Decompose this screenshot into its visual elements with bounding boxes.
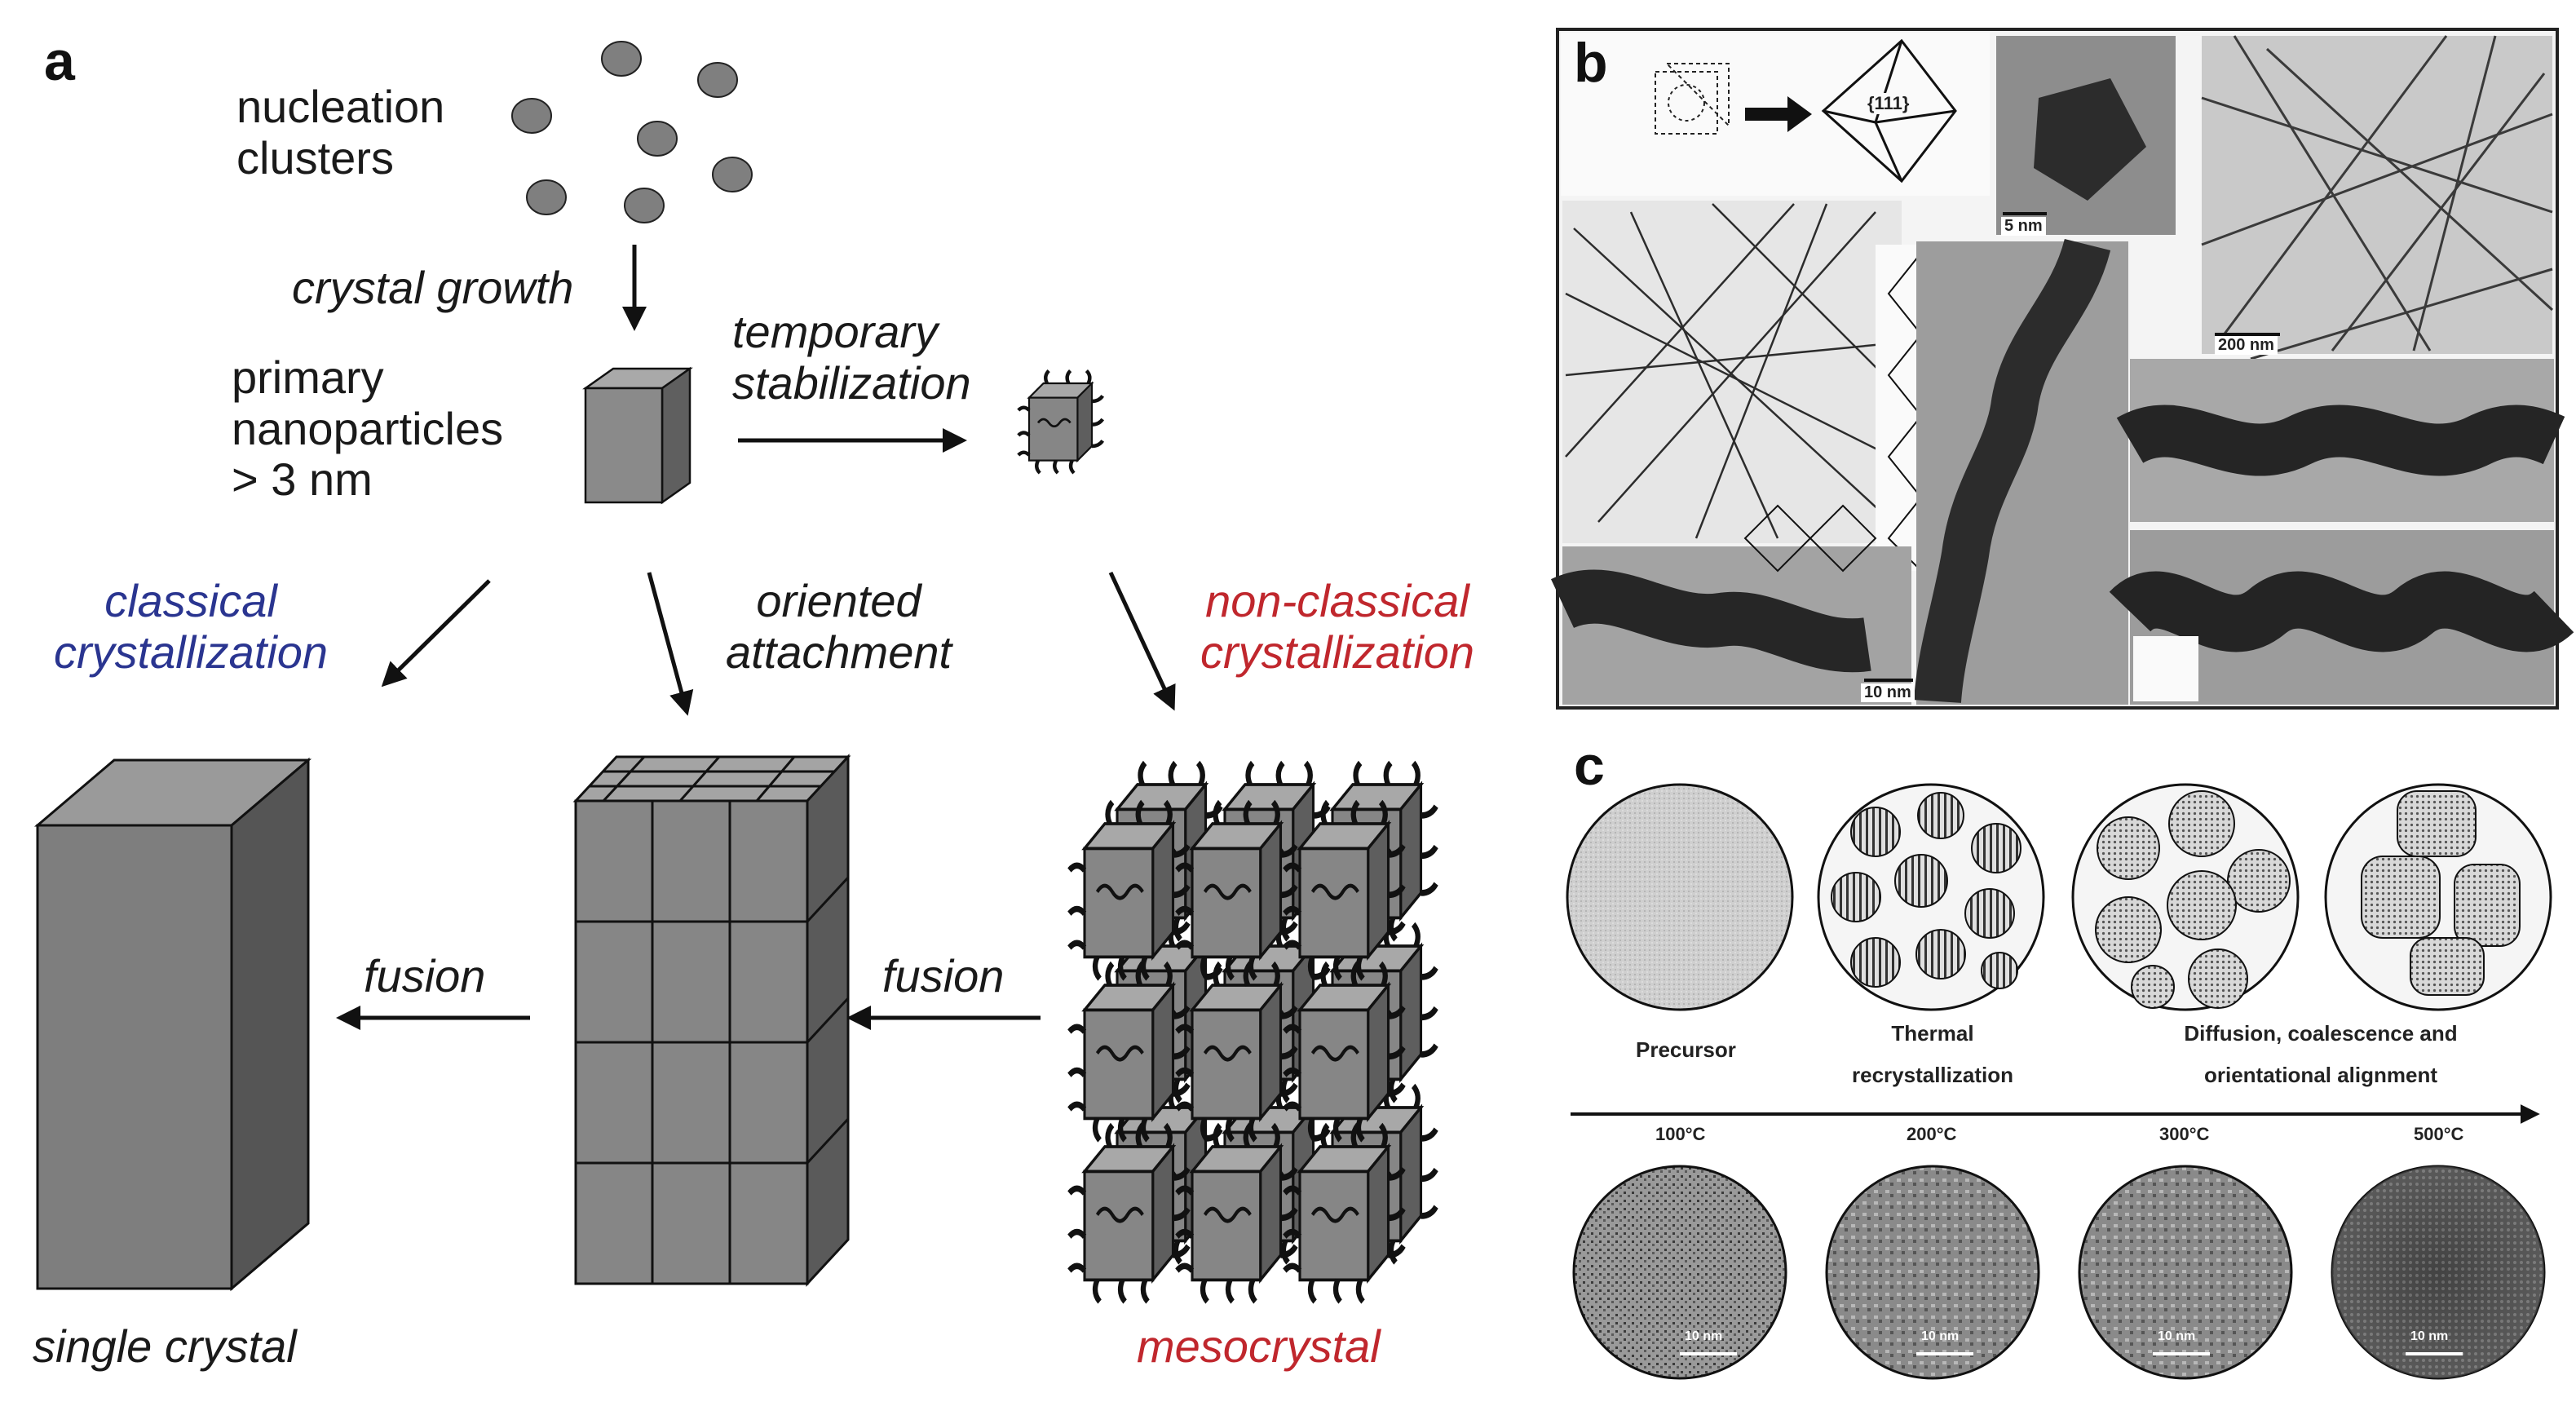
mesocrystal-subunit: [1069, 1125, 1188, 1302]
single-crystal-block: [33, 757, 312, 1292]
stage-thermal: Thermal recrystallization: [1843, 1021, 2022, 1088]
nonclassical-line1: non-classical: [1205, 575, 1469, 626]
arrows: [336, 245, 1176, 1030]
temporary-stabilization-label: temporary stabilization: [732, 306, 971, 409]
crystal-growth-label: crystal growth: [292, 262, 574, 313]
fusion-left-label: fusion: [364, 950, 486, 1002]
temporary-line2: stabilization: [732, 356, 971, 409]
thermal-line1: Thermal: [1891, 1021, 1974, 1046]
panel-b-letter: b: [1574, 32, 1608, 94]
mesocrystal-label: mesocrystal: [1137, 1320, 1381, 1372]
primary-line1: primary: [232, 352, 384, 403]
primary-line3: > 3 nm: [232, 453, 373, 506]
scale-bar-5nm: 5 nm: [2001, 217, 2046, 236]
primary-nanoparticle-cube: [582, 366, 693, 505]
temporary-line1: temporary: [732, 306, 939, 357]
stabilized-particle: [1018, 371, 1102, 473]
temp-100: 100°C: [1655, 1124, 1706, 1144]
oriented-attachment-block: [572, 754, 851, 1287]
nucleation-line1: nucleation: [236, 81, 445, 132]
oriented-line2: attachment: [726, 626, 952, 678]
facet-label: {111}: [1867, 93, 1910, 114]
panel-c-letter: c: [1574, 735, 1605, 797]
stage-precursor: Precursor: [1636, 1037, 1736, 1062]
oriented-attachment-label: oriented attachment: [726, 575, 952, 678]
oriented-line1: oriented: [756, 575, 921, 626]
nucleation-line2: clusters: [236, 131, 394, 184]
fusion-right-label: fusion: [882, 950, 1005, 1002]
nucleation-label: nucleation clusters: [236, 81, 445, 184]
scale-bar-10nm: 10 nm: [1861, 683, 1915, 702]
tem-scale-2: 10 nm: [1921, 1329, 1960, 1343]
thermal-line2: recrystallization: [1852, 1063, 2013, 1087]
tem-scale-3: 10 nm: [2158, 1329, 2196, 1343]
tem-scale-1: 10 nm: [1685, 1329, 1723, 1343]
nucleation-clusters: [511, 41, 753, 223]
classical-crystallization-label: classical crystallization: [36, 575, 346, 678]
precursor-circle: [1566, 783, 1794, 1011]
non-classical-crystallization-label: non-classical crystallization: [1174, 575, 1500, 678]
temp-500: 500°C: [2414, 1124, 2464, 1144]
tem-panel-b: [1551, 28, 2574, 710]
diffusion-line2: orientational alignment: [2203, 1063, 2438, 1087]
tem-scale-4: 10 nm: [2410, 1329, 2449, 1343]
primary-nanoparticles-label: primary nanoparticles > 3 nm: [232, 352, 503, 506]
diffusion-line1: Diffusion, coalescence and: [2184, 1021, 2458, 1046]
panel-a-letter: a: [44, 30, 75, 92]
primary-line2: nanoparticles: [232, 402, 504, 454]
stage-diffusion: Diffusion, coalescence and orientational…: [2150, 1021, 2492, 1088]
temp-300: 300°C: [2159, 1124, 2210, 1144]
temp-200: 200°C: [1907, 1124, 1957, 1144]
classical-line1: classical: [104, 575, 277, 626]
nonclassical-line2: crystallization: [1200, 626, 1475, 678]
single-crystal-label: single crystal: [33, 1320, 297, 1372]
scale-bar-200nm: 200 nm: [2215, 336, 2278, 355]
mesocrystal-array: [1069, 763, 1436, 1302]
classical-line2: crystallization: [53, 626, 329, 678]
schematic-panel-c: [1561, 767, 2557, 1386]
